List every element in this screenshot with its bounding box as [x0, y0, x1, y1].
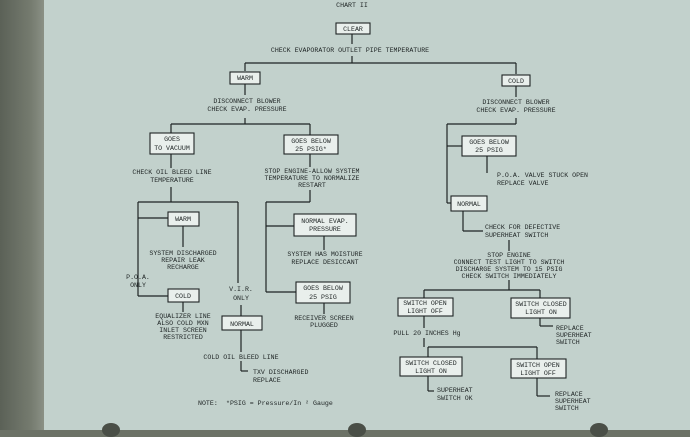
equalizer-line1: EQUALIZER LINE — [155, 313, 210, 320]
moisture-line1: SYSTEM HAS MOISTURE — [287, 251, 362, 258]
switch-closed2-line1: SWITCH CLOSED — [405, 360, 456, 367]
check-superheat-line1: CHECK FOR DEFECTIVE — [485, 224, 560, 231]
switch-closed-light-on-box — [510, 297, 571, 319]
warm-box — [229, 71, 261, 85]
note-label: NOTE: — [198, 400, 218, 407]
receiver-line1: RECEIVER SCREEN — [294, 315, 353, 322]
binder-edge — [0, 0, 44, 430]
stop-engine-line3: RESTART — [298, 182, 326, 189]
poa-only-line2: ONLY — [130, 282, 146, 289]
txv-line2: REPLACE — [253, 377, 281, 384]
goes-vacuum-line2: TO VACUUM — [154, 145, 190, 152]
goes-below-25-second-box — [295, 281, 351, 304]
cold-normal-label: NORMAL — [457, 201, 481, 208]
normal-evap-pressure-box — [293, 213, 357, 237]
goes-below2-line2: 25 PSIG — [309, 294, 337, 301]
check-evap-text: CHECK EVAPORATOR OUTLET PIPE TEMPERATURE — [271, 47, 429, 54]
normal-label: NORMAL — [230, 321, 254, 328]
check-superheat-line2: SUPERHEAT SWITCH — [485, 232, 548, 239]
goes-vacuum-line1: GOES — [164, 136, 180, 143]
cold-stop-line1: STOP ENGINE — [487, 252, 531, 259]
system-discharged-line1: SYSTEM DISCHARGED — [149, 250, 216, 257]
cold-box — [501, 74, 531, 87]
cold-stop-line4: CHECK SWITCH IMMEDIATELY — [462, 273, 557, 280]
equalizer-line3: INLET SCREEN — [159, 327, 207, 334]
goes-below2-line1: GOES BELOW — [303, 285, 343, 292]
cold-oil-box — [167, 288, 200, 303]
poa-valve-line2: REPLACE VALVE — [497, 180, 548, 187]
vir-only-line2: ONLY — [233, 295, 249, 302]
poa-valve-line1: P.O.A. VALVE STUCK OPEN — [497, 172, 588, 179]
system-discharged-line2: REPAIR LEAK — [161, 257, 205, 264]
superheat-ok-line2: SWITCH OK — [437, 395, 473, 402]
switch-open2-line2: LIGHT OFF — [520, 370, 556, 377]
switch-closed-line1: SWITCH CLOSED — [515, 301, 566, 308]
flowchart-text: CHART II CLEAR CHECK EVAPORATOR OUTLET P… — [126, 2, 592, 412]
switch-open2-line1: SWITCH OPEN — [516, 362, 560, 369]
clear-box — [335, 22, 371, 35]
cold-goes-below-25-box — [461, 135, 517, 157]
poa-only-line1: P.O.A. — [126, 274, 150, 281]
replace-superheat-line3: SWITCH — [556, 339, 580, 346]
cold-stop-line3: DISCHARGE SYSTEM TO 15 PSIG — [456, 266, 563, 273]
goes-to-vacuum-box — [149, 132, 195, 155]
warm-disconnect-line1: DISCONNECT BLOWER — [213, 98, 280, 105]
stop-engine-line2: TEMPERATURE TO NORMALIZE — [265, 175, 360, 182]
cold-goes-below-line1: GOES BELOW — [469, 139, 509, 146]
replace-superheat2-line1: REPLACE — [555, 391, 583, 398]
replace-superheat2-line2: SUPERHEAT — [555, 398, 591, 405]
cold-label: COLD — [508, 78, 524, 85]
warm2-label: WARM — [175, 216, 191, 223]
replace-superheat2-line3: SWITCH — [555, 405, 579, 412]
switch-closed-light-on-second-box — [399, 356, 463, 377]
moisture-line2: REPLACE DESICCANT — [291, 259, 358, 266]
warm-disconnect-line2: CHECK EVAP. PRESSURE — [207, 106, 286, 113]
replace-superheat-line1: REPLACE — [556, 325, 584, 332]
cold-normal-box — [450, 195, 488, 212]
switch-open-light-off-second-box — [510, 358, 567, 379]
cold-disconnect-line1: DISCONNECT BLOWER — [482, 99, 549, 106]
goes-below-25-box — [283, 134, 339, 155]
vir-only-line1: V.I.R. — [229, 286, 253, 293]
cold-disconnect-line2: CHECK EVAP. PRESSURE — [476, 107, 555, 114]
check-oil-line1: CHECK OIL BLEED LINE — [132, 169, 211, 176]
warm-label: WARM — [237, 75, 253, 82]
cold-goes-below-line2: 25 PSIG — [475, 147, 503, 154]
paper-sheet — [44, 0, 690, 430]
cold-stop-line2: CONNECT TEST LIGHT TO SWITCH — [454, 259, 565, 266]
switch-open-line1: SWITCH OPEN — [403, 300, 447, 307]
txv-line1: TXV DISCHARGED — [253, 369, 308, 376]
connector-lines — [137, 34, 553, 397]
switch-closed2-line2: LIGHT ON — [415, 368, 447, 375]
system-discharged-line3: RECHARGE — [167, 264, 199, 271]
chart-title: CHART II — [336, 2, 368, 9]
goes-below-line1: GOES BELOW — [291, 138, 331, 145]
receiver-line2: PLUGGED — [310, 322, 338, 329]
decision-boxes — [149, 22, 571, 379]
goes-below-line2: 25 PSIG* — [295, 146, 327, 153]
clear-label: CLEAR — [343, 26, 363, 33]
superheat-ok-line1: SUPERHEAT — [437, 387, 473, 394]
note-text: *PSIG = Pressure/In ² Gauge — [226, 400, 333, 407]
normal-box — [221, 315, 263, 331]
cold-oil-text: COLD OIL BLEED LINE — [203, 354, 278, 361]
check-oil-line2: TEMPERATURE — [150, 177, 194, 184]
warm-oil-box — [167, 211, 200, 227]
replace-superheat-line2: SUPERHEAT — [556, 332, 592, 339]
normal-evap-line1: NORMAL EVAP. — [301, 218, 348, 225]
pull-text: PULL 20 INCHES Hg — [393, 330, 460, 337]
switch-open-line2: LIGHT OFF — [407, 308, 443, 315]
cold2-label: COLD — [175, 293, 191, 300]
switch-open-light-off-box — [397, 297, 454, 317]
normal-evap-line2: PRESSURE — [309, 226, 341, 233]
switch-closed-line2: LIGHT ON — [525, 309, 557, 316]
equalizer-line2: ALSO COLD MXN — [157, 320, 208, 327]
equalizer-line4: RESTRICTED — [163, 334, 203, 341]
stop-engine-line1: STOP ENGINE-ALLOW SYSTEM — [265, 168, 360, 175]
